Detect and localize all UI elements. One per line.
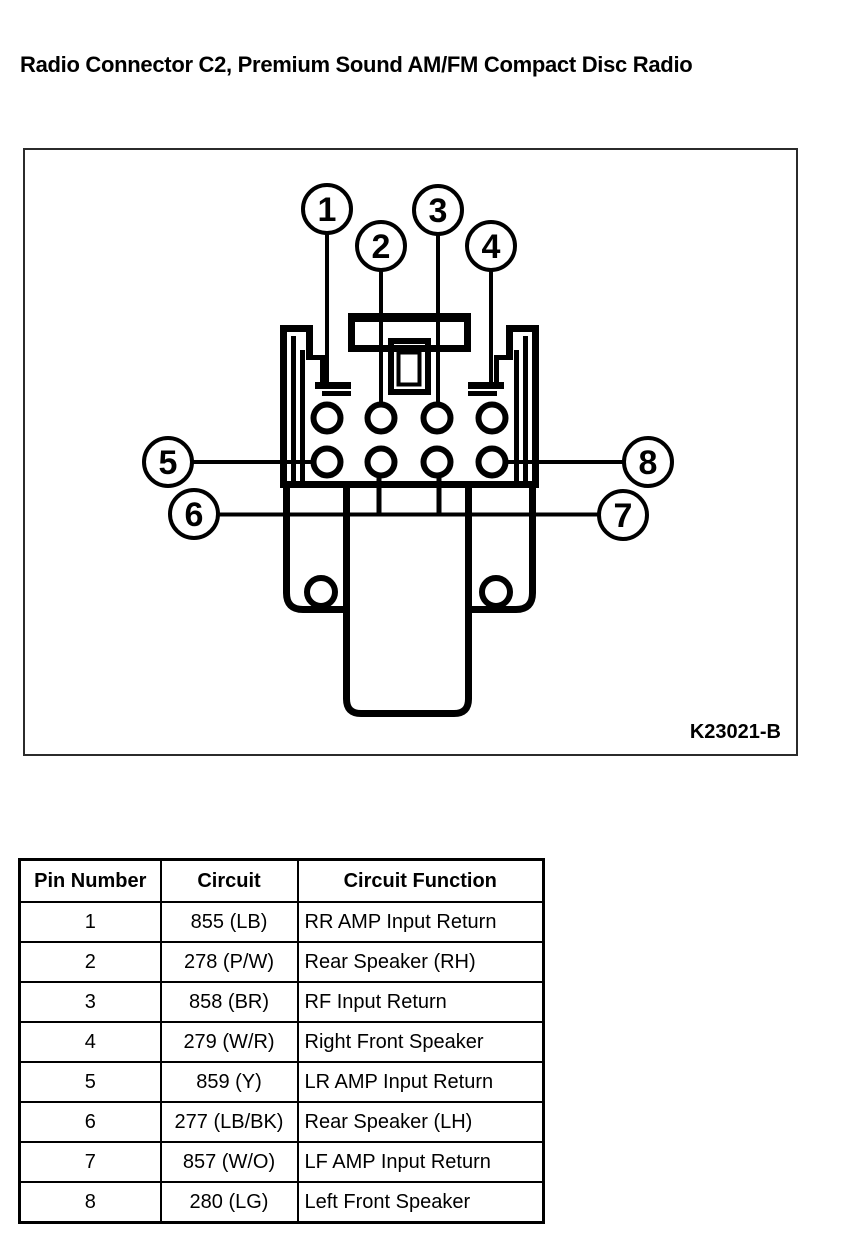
- column-header-pin-number: Pin Number: [18, 858, 162, 903]
- table-row: 2 278 (P/W) Rear Speaker (RH): [18, 941, 545, 983]
- callout-7: 7: [597, 489, 649, 541]
- pin-circle: [475, 401, 509, 435]
- svg-text:3: 3: [429, 192, 448, 230]
- connector-shell: [280, 313, 539, 717]
- cell-pin-number: 5: [18, 1061, 162, 1103]
- table-row: 5 859 (Y) LR AMP Input Return: [18, 1061, 545, 1103]
- figure-code-label: K23021-B: [690, 721, 781, 743]
- callout-6: 6: [168, 488, 220, 540]
- pin-circle: [475, 445, 509, 479]
- table-row: 6 277 (LB/BK) Rear Speaker (LH): [18, 1101, 545, 1143]
- cell-circuit: 857 (W/O): [159, 1141, 299, 1183]
- pin-circle: [420, 401, 454, 435]
- svg-text:6: 6: [185, 496, 204, 534]
- pin-circle: [310, 401, 344, 435]
- table-row: 1 855 (LB) RR AMP Input Return: [18, 901, 545, 943]
- callouts: 1 2 3 4 5 6 7: [142, 183, 674, 541]
- table-row: 4 279 (W/R) Right Front Speaker: [18, 1021, 545, 1063]
- cell-circuit: 280 (LG): [159, 1181, 299, 1224]
- cell-circuit: 855 (LB): [159, 901, 299, 943]
- cell-circuit: 859 (Y): [159, 1061, 299, 1103]
- latch-hole: [479, 575, 513, 609]
- connector-diagram: 1 2 3 4 5 6 7: [142, 183, 781, 743]
- column-header-circuit: Circuit: [159, 858, 299, 903]
- column-header-circuit-function: Circuit Function: [296, 858, 545, 903]
- cell-circuit-function: RF Input Return: [296, 981, 545, 1023]
- pin-sockets: [304, 401, 513, 609]
- svg-text:4: 4: [482, 228, 501, 266]
- callout-5: 5: [142, 436, 194, 488]
- cell-circuit-function: Rear Speaker (RH): [296, 941, 545, 983]
- cell-circuit-function: Left Front Speaker: [296, 1181, 545, 1224]
- table-row: 3 858 (BR) RF Input Return: [18, 981, 545, 1023]
- cell-circuit: 278 (P/W): [159, 941, 299, 983]
- cell-circuit-function: Rear Speaker (LH): [296, 1101, 545, 1143]
- cell-pin-number: 7: [18, 1141, 162, 1183]
- svg-text:5: 5: [159, 444, 178, 482]
- center-tab: [343, 486, 472, 717]
- cell-pin-number: 8: [18, 1181, 162, 1224]
- callout-8: 8: [622, 436, 674, 488]
- leader-lines: [190, 231, 626, 517]
- table-row: 8 280 (LG) Left Front Speaker: [18, 1181, 545, 1224]
- latch-hole: [304, 575, 338, 609]
- page-title: Radio Connector C2, Premium Sound AM/FM …: [20, 52, 693, 77]
- cell-circuit: 277 (LB/BK): [159, 1101, 299, 1143]
- cell-circuit-function: Right Front Speaker: [296, 1021, 545, 1063]
- diagram-frame: 1 2 3 4 5 6 7: [23, 148, 798, 756]
- pin-table: Pin Number Circuit Circuit Function 1 85…: [18, 858, 545, 1224]
- callout-4: 4: [465, 220, 517, 272]
- svg-text:8: 8: [639, 444, 658, 482]
- callout-1: 1: [301, 183, 353, 235]
- svg-text:7: 7: [614, 497, 633, 535]
- key-slot: [388, 338, 431, 395]
- cell-circuit-function: LF AMP Input Return: [296, 1141, 545, 1183]
- table-row: 7 857 (W/O) LF AMP Input Return: [18, 1141, 545, 1183]
- pin-circle: [364, 445, 398, 479]
- cell-pin-number: 4: [18, 1021, 162, 1063]
- pin-circle: [364, 401, 398, 435]
- cell-pin-number: 3: [18, 981, 162, 1023]
- cell-circuit-function: RR AMP Input Return: [296, 901, 545, 943]
- cell-pin-number: 2: [18, 941, 162, 983]
- cell-circuit: 279 (W/R): [159, 1021, 299, 1063]
- svg-text:1: 1: [318, 191, 337, 229]
- cell-circuit-function: LR AMP Input Return: [296, 1061, 545, 1103]
- table-header-row: Pin Number Circuit Circuit Function: [18, 858, 545, 903]
- pin-circle: [310, 445, 344, 479]
- cell-pin-number: 6: [18, 1101, 162, 1143]
- cell-circuit: 858 (BR): [159, 981, 299, 1023]
- callout-2: 2: [355, 220, 407, 272]
- svg-text:2: 2: [372, 228, 391, 266]
- pin-circle: [420, 445, 454, 479]
- callout-3: 3: [412, 184, 464, 236]
- cell-pin-number: 1: [18, 901, 162, 943]
